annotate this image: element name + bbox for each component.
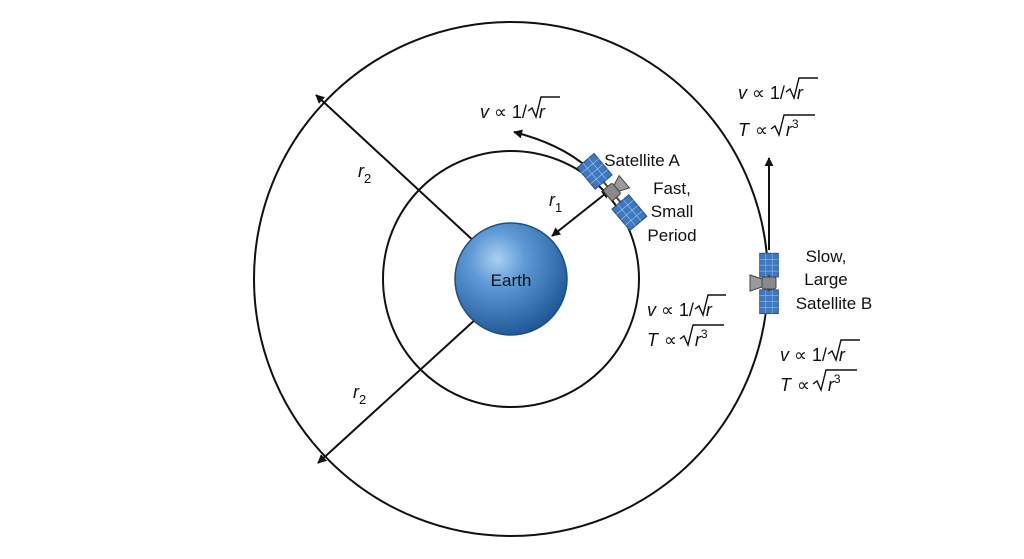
earth-label: Earth xyxy=(491,271,532,290)
inner-radius-arrow xyxy=(551,189,611,237)
outer-radius-arrow-bottom xyxy=(317,317,478,464)
r2-label-bottom: r2 xyxy=(353,382,366,407)
satellite-b xyxy=(749,252,779,315)
satellite-a-velocity-arrow xyxy=(513,129,589,169)
satellite-a-name: Satellite A xyxy=(604,151,680,170)
sqrt-sign-b-bottom-period xyxy=(812,369,857,393)
sqrt-sign-b-top-period xyxy=(770,114,815,138)
satellite-b-bottom-velocity: v∝1/r xyxy=(780,345,846,365)
earth-sphere xyxy=(454,222,568,336)
satellite-b-top-velocity: v∝1/r xyxy=(738,83,804,103)
sqrt-sign-b-bottom-velocity xyxy=(827,339,860,363)
sqrt-sign-b-top-velocity xyxy=(785,77,818,101)
sqrt-sign-a-orbit-velocity xyxy=(694,294,726,318)
inner-orbit xyxy=(382,150,640,408)
sqrt-sign-a-orbit-period xyxy=(679,324,724,348)
satellite-b-top-period: T∝r3 xyxy=(738,117,799,140)
r2-label-top: r2 xyxy=(358,161,371,186)
satellite-a xyxy=(576,153,648,231)
satellite-b-name: Satellite B xyxy=(796,294,873,313)
sqrt-sign-a-velocity xyxy=(527,96,560,120)
satellite-a-orbit-period: T∝r3 xyxy=(647,327,708,350)
outer-radius-arrow-top xyxy=(315,94,478,245)
r1-label: r1 xyxy=(549,190,562,215)
satellite-a-desc3: Period xyxy=(647,226,696,245)
satellite-b-desc1: Slow, xyxy=(806,247,847,266)
satellite-b-bottom-period: T∝r3 xyxy=(780,372,841,395)
satellite-a-desc1: Fast, xyxy=(653,179,691,198)
satellite-a-orbit-velocity: v∝1/r xyxy=(647,300,713,320)
satellite-a-velocity-label: v∝1/r xyxy=(480,102,546,122)
satellite-a-desc2: Small xyxy=(651,202,694,221)
satellite-b-desc2: Large xyxy=(804,270,847,289)
